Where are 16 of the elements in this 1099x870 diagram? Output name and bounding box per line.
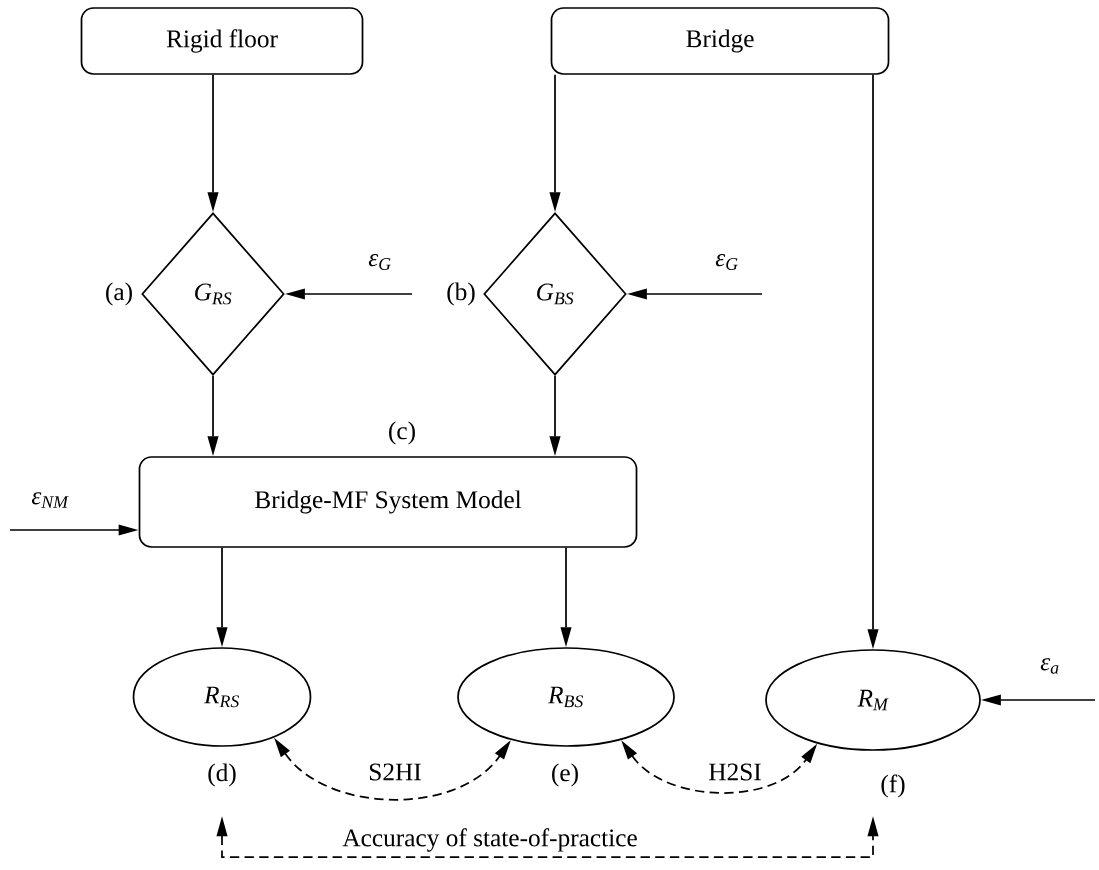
panel-label: (d) bbox=[208, 763, 236, 787]
panel-label: (f) bbox=[881, 774, 905, 798]
edge-label: ε$_{NM}$ bbox=[31, 492, 69, 508]
edge-label: ε$_{a}$ bbox=[1040, 658, 1059, 674]
edge-label: ε$_{G}$ bbox=[715, 254, 738, 270]
panel-label: (b) bbox=[447, 282, 475, 306]
edge-label: H2SI bbox=[709, 763, 761, 781]
panel-label: (a) bbox=[106, 282, 132, 306]
process-box: Bridge-MF System Model bbox=[138, 456, 638, 548]
edge-label: Accuracy of state-of-practice bbox=[342, 828, 637, 852]
process-box: Rigid floor bbox=[80, 7, 364, 75]
edge-label: S2HI bbox=[369, 763, 421, 781]
process-box: Bridge bbox=[550, 7, 890, 75]
panel-label: (c) bbox=[389, 421, 415, 445]
panel-label: (e) bbox=[552, 763, 578, 787]
edge-label: ε$_{G}$ bbox=[368, 254, 391, 270]
